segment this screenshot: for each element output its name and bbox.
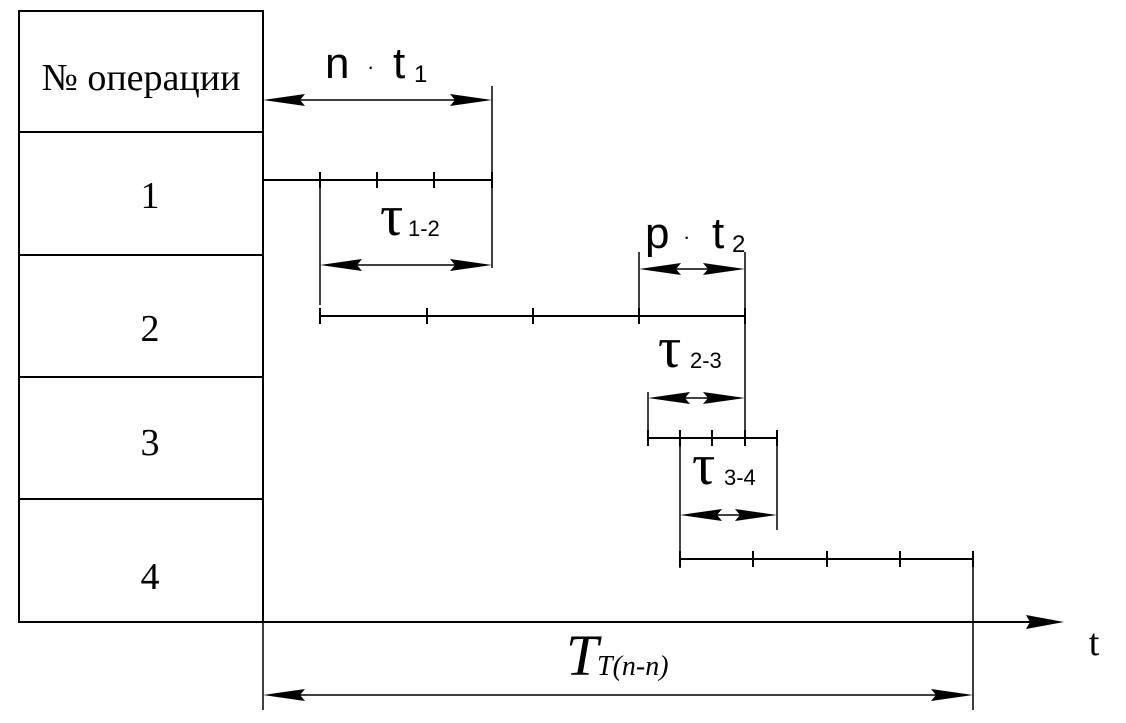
row-label-3: 3: [141, 422, 160, 464]
label-sub-2: 2: [732, 231, 745, 258]
label-sub-1-2: 1-2: [408, 216, 440, 241]
label-n: n: [325, 39, 349, 88]
label-T: T: [566, 623, 602, 688]
dimension-n-t1: n · t 1: [263, 39, 492, 106]
arrow-left: [320, 259, 362, 271]
arrow-left: [680, 509, 722, 521]
operation-bar-2: [319, 308, 746, 324]
label-t: t: [712, 209, 724, 258]
label-sub-T: T(n-n): [597, 651, 669, 682]
dimension-tau-1-2: τ 1-2: [320, 183, 492, 271]
time-axis: t: [263, 615, 1100, 664]
dimension-tau-2-3: τ 2-3: [648, 315, 745, 404]
arrow-left: [639, 263, 681, 275]
reference-lines: [262, 86, 974, 710]
row-label-2: 2: [141, 308, 160, 350]
dimension-tau-3-4: τ 3-4: [680, 432, 777, 521]
label-tau: τ: [658, 315, 681, 380]
operations-table: № операции 1 2 3 4: [18, 10, 264, 623]
label-sub-2-3: 2-3: [690, 348, 722, 373]
operation-bar-4: [679, 551, 974, 567]
arrow-left: [648, 392, 690, 404]
arrow-right: [931, 689, 973, 701]
label-t: t: [393, 39, 405, 88]
arrow-left: [263, 689, 305, 701]
operation-bar-3: [647, 430, 778, 446]
arrow-left: [263, 94, 305, 106]
label-dot: ·: [367, 54, 374, 79]
arrow-right: [735, 509, 777, 521]
label-sub-1: 1: [414, 61, 427, 88]
label-tau: τ: [380, 183, 403, 248]
arrow-right: [450, 259, 492, 271]
row-label-1: 1: [141, 175, 160, 217]
label-sub-3-4: 3-4: [724, 465, 756, 490]
label-p: p: [645, 209, 669, 258]
arrow-right: [703, 392, 745, 404]
label-tau: τ: [692, 432, 715, 497]
operation-bar-1: [263, 172, 493, 188]
dimension-total-cycle: T T(n-n): [263, 623, 973, 701]
time-axis-label: t: [1089, 622, 1100, 664]
dimension-p-t2: p · t 2: [639, 209, 745, 275]
row-label-4: 4: [141, 556, 160, 598]
label-dot: ·: [683, 224, 690, 249]
time-axis-arrow: [1026, 615, 1064, 629]
table-border: [18, 10, 264, 623]
table-header: № операции: [42, 57, 241, 99]
arrow-right: [703, 263, 745, 275]
arrow-right: [450, 94, 492, 106]
